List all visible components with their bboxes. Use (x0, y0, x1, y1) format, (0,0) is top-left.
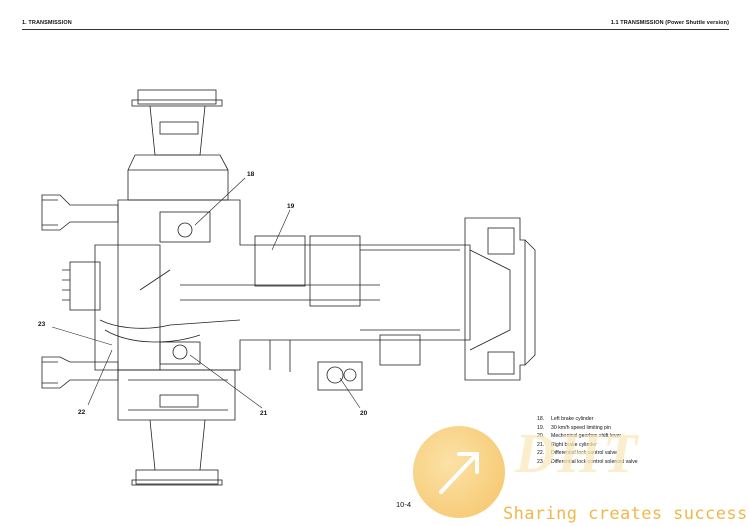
legend-item: 21. Right brake cylinder (537, 441, 638, 450)
legend-number: 18. (537, 416, 545, 422)
legend-number: 23. (537, 458, 545, 465)
callout-20: 20 (360, 410, 368, 417)
legend-text: 30 km/h speed limiting pin (551, 424, 611, 431)
legend-item: 19. 30 km/h speed limiting pin (537, 424, 638, 433)
legend-number: 20. (537, 433, 545, 440)
section-header-right: 1.1 TRANSMISSION (Power Shuttle version) (610, 20, 729, 26)
legend-text: Differential lock control valve (551, 450, 617, 457)
section-header-left: 1. TRANSMISSION (22, 20, 72, 26)
callout-22: 22 (78, 409, 86, 416)
legend-item: 20. Mechanical gearbox shift lever (537, 432, 638, 441)
callout-18: 18 (247, 171, 255, 178)
callout-23: 23 (38, 321, 46, 328)
legend-item: 18. Left brake cylinder (537, 415, 638, 424)
legend-number: 22. (537, 450, 545, 457)
legend-text: Right brake cylinder (551, 441, 597, 448)
callout-21: 21 (260, 410, 268, 417)
legend-list: 18. Left brake cylinder 19. 30 km/h speed … (537, 415, 638, 467)
watermark-slogan: Sharing creates success (503, 504, 748, 524)
callout-19: 19 (287, 203, 295, 210)
legend-text: Differential lock control solenoid valve (551, 458, 638, 465)
legend-number: 19. (537, 424, 545, 431)
watermark-logo: DHT (515, 423, 640, 485)
legend-item: 23. Differential lock control solenoid va… (537, 458, 638, 467)
legend-number: 21. (537, 441, 545, 448)
header-rule (22, 29, 729, 30)
page-number: 10-4 (396, 500, 412, 509)
watermark-arrow-icon (413, 426, 505, 518)
legend-text: Mechanical gearbox shift lever (551, 433, 622, 440)
legend-item: 22. Differential lock control valve (537, 449, 638, 458)
legend-text: Left brake cylinder (551, 416, 594, 422)
